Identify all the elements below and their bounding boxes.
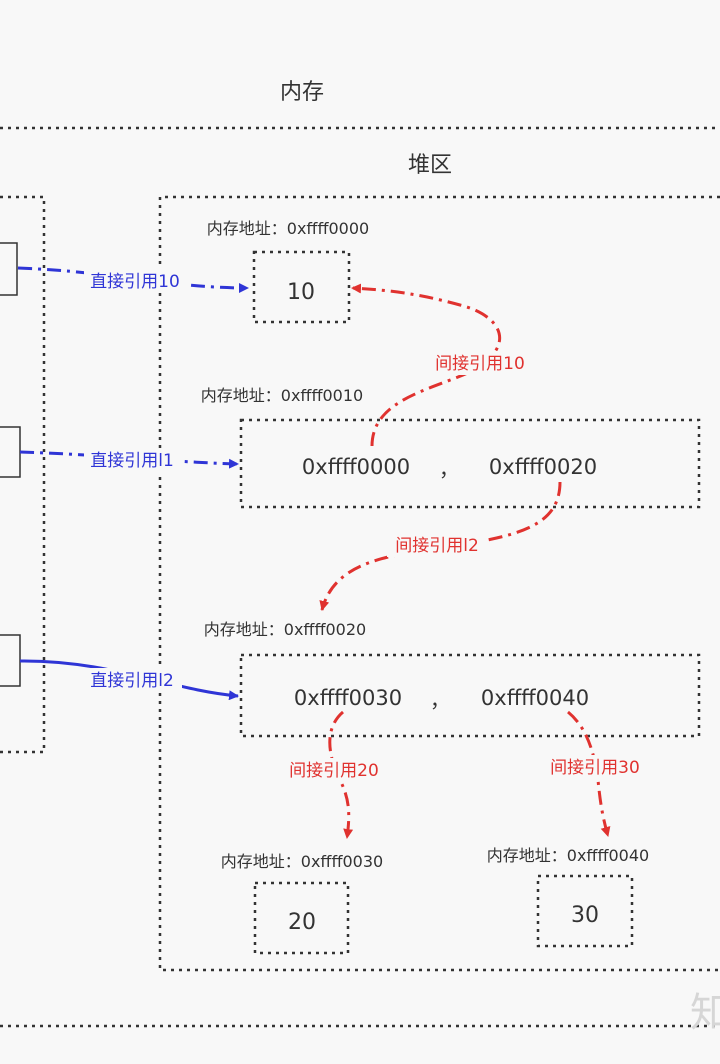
indirect-reference-10-arrow [351, 283, 502, 447]
indirect-reference-l2-label: 间接引用l2 [395, 536, 479, 556]
stack-variable-box [0, 634, 21, 687]
address-label: 内存地址：0xffff0040 [487, 846, 649, 865]
heap-value: 10 [287, 280, 315, 305]
label-backdrop [543, 755, 647, 779]
heap-value: 20 [288, 910, 316, 935]
heap-pointer-value: 0xffff0020 [489, 455, 597, 479]
indirect-reference-20-arrow [328, 710, 354, 839]
stack-region [0, 195, 46, 754]
indirect-reference-10-label: 间接引用10 [435, 354, 525, 374]
indirect-reference-30-arrow [567, 710, 611, 837]
heap-block-30 [536, 874, 634, 948]
heap-block-20 [253, 881, 350, 955]
label-backdrop [428, 351, 532, 375]
heap-pointer-value: 0xffff0000 [302, 455, 410, 479]
stack-variable-box [0, 242, 18, 296]
address-label: 内存地址：0xffff0010 [201, 386, 363, 405]
address-label: 内存地址：0xffff0020 [204, 620, 366, 639]
label-backdrop [282, 758, 386, 782]
indirect-reference-20-label: 间接引用20 [289, 761, 379, 781]
address-label: 内存地址：0xffff0000 [207, 219, 369, 238]
direct-reference-10-label: 直接引用10 [90, 272, 180, 292]
heap-value: 30 [571, 903, 599, 928]
label-backdrop [387, 533, 487, 557]
heap-region [158, 195, 720, 972]
indirect-reference-30-label: 间接引用30 [550, 758, 640, 778]
separator: ， [439, 457, 459, 481]
stack-variable-box [0, 426, 21, 478]
label-backdrop [82, 668, 182, 692]
memory-title: 内存 [280, 80, 324, 105]
direct-reference-l1-label: 直接引用l1 [90, 451, 174, 471]
heap-pointer-value: 0xffff0030 [294, 686, 402, 710]
address-label: 内存地址：0xffff0030 [221, 852, 383, 871]
indirect-reference-l2-arrow [319, 481, 562, 611]
heap-block-10 [252, 250, 351, 324]
label-backdrop [84, 448, 182, 472]
heap-block-list-l2 [239, 653, 701, 738]
direct-reference-l2-label: 直接引用l2 [90, 671, 174, 691]
watermark: 知 [690, 990, 720, 1036]
heap-title: 堆区 [408, 153, 452, 178]
label-backdrop [84, 269, 186, 293]
separator: ， [430, 688, 450, 712]
heap-pointer-value: 0xffff0040 [481, 686, 589, 710]
